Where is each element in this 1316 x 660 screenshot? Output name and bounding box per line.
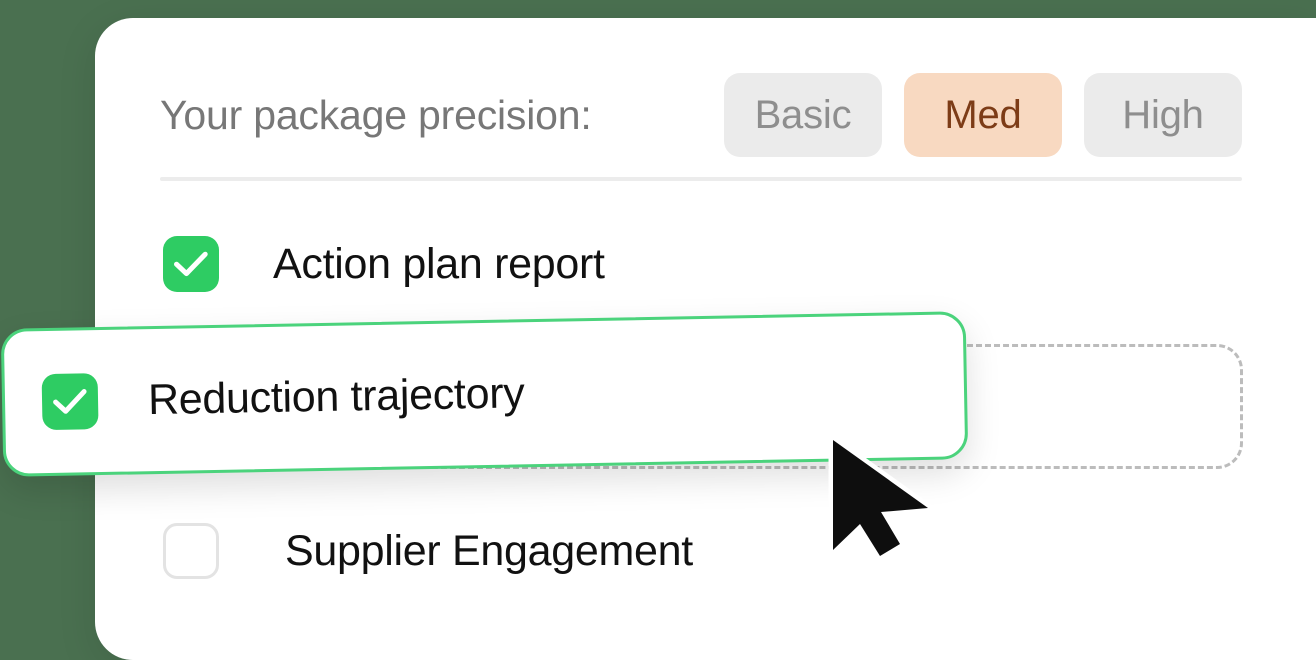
list-item-label: Supplier Engagement	[285, 526, 693, 575]
list-item[interactable]: Action plan report	[163, 236, 605, 292]
checkbox-action-plan-report[interactable]	[163, 236, 219, 292]
dragged-list-item[interactable]: Reduction trajectory	[0, 311, 969, 477]
checkbox-reduction-trajectory[interactable]	[41, 373, 99, 431]
page-title: Your package precision:	[160, 91, 592, 138]
dragged-list-item-label: Reduction trajectory	[147, 368, 525, 424]
list-item-label: Action plan report	[273, 239, 605, 288]
checkmark-icon	[174, 251, 208, 277]
list-item[interactable]: Supplier Engagement	[163, 523, 693, 579]
precision-segmented-control[interactable]: Basic Med High	[724, 73, 1242, 157]
precision-header-row: Your package precision: Basic Med High	[160, 72, 1242, 158]
precision-option-basic[interactable]: Basic	[724, 73, 882, 157]
checkmark-icon	[53, 389, 87, 414]
precision-option-med[interactable]: Med	[904, 73, 1062, 157]
precision-option-high[interactable]: High	[1084, 73, 1242, 157]
header-divider	[160, 177, 1242, 181]
checkbox-supplier-engagement[interactable]	[163, 523, 219, 579]
